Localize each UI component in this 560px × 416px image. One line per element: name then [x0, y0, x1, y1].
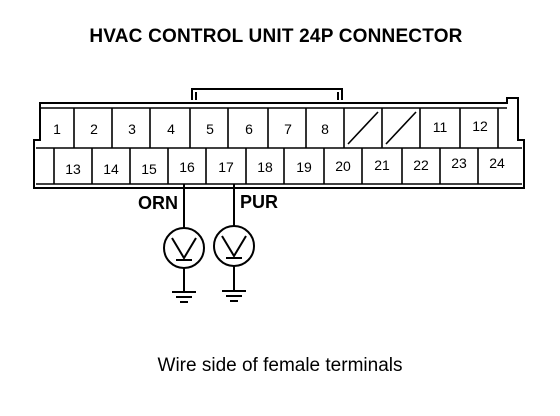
voltmeter-icon — [213, 225, 255, 267]
pin-16: 16 — [179, 159, 195, 175]
wire-label-pin-17: PUR — [240, 192, 278, 212]
pin-20: 20 — [335, 158, 351, 174]
pin-24: 24 — [489, 155, 505, 171]
pin-6: 6 — [245, 121, 253, 137]
connector-top-row — [36, 107, 522, 185]
ground-icon — [172, 291, 196, 303]
pin-13: 13 — [65, 161, 81, 177]
connector-lock-tab — [191, 88, 343, 100]
diagram-title: HVAC CONTROL UNIT 24P CONNECTOR — [89, 26, 462, 47]
ground-leads — [183, 266, 235, 291]
pin-2: 2 — [90, 121, 98, 137]
pin-5: 5 — [206, 121, 214, 137]
pin-18: 18 — [257, 159, 273, 175]
pin-7: 7 — [284, 121, 292, 137]
pin-19: 19 — [296, 159, 312, 175]
ground-icon — [222, 290, 246, 302]
pin-8: 8 — [321, 121, 329, 137]
cavity-9-blank — [347, 111, 379, 145]
unused-cavity-marks — [347, 111, 417, 145]
voltmeter-icon — [163, 227, 205, 269]
pin-11: 11 — [433, 119, 448, 135]
pin-23: 23 — [451, 155, 467, 171]
cavity-10-blank — [385, 111, 417, 145]
connector-bottom-row — [53, 148, 479, 184]
pin-3: 3 — [128, 121, 136, 137]
top-row-pin-labels: 1 2 3 4 5 6 7 8 11 12 — [53, 118, 488, 137]
pin-4: 4 — [167, 121, 175, 137]
pin-14: 14 — [103, 161, 119, 177]
bottom-row-pin-labels: 13 14 15 16 17 18 19 20 21 22 23 24 — [65, 155, 505, 177]
pin-21: 21 — [374, 157, 390, 173]
pin-1: 1 — [53, 121, 61, 137]
diagram-caption: Wire side of female terminals — [158, 355, 403, 376]
pin-22: 22 — [413, 157, 429, 173]
pin-17: 17 — [218, 159, 234, 175]
test-leads — [183, 184, 235, 228]
pin-12: 12 — [472, 118, 488, 134]
pin-15: 15 — [141, 161, 157, 177]
wire-label-pin-16: ORN — [138, 193, 178, 213]
